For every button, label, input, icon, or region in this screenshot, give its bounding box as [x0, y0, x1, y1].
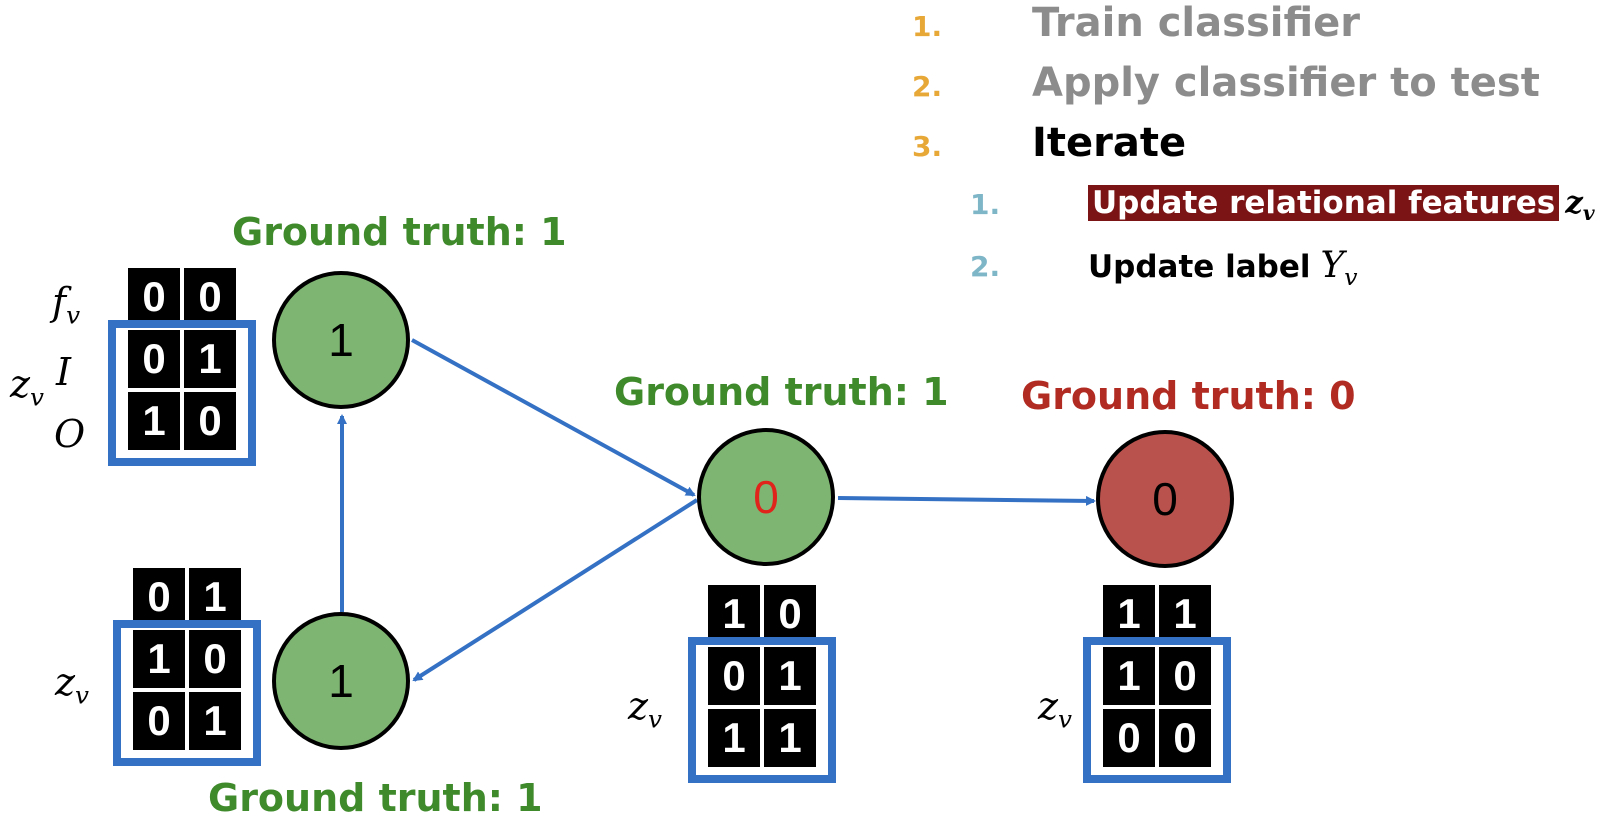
z-cell: 1	[128, 392, 180, 450]
label-z-v: zv	[1038, 684, 1072, 734]
z-cell: 0	[128, 330, 180, 388]
feature-table-right: 1 1 1 0 0 0	[1103, 585, 1211, 767]
z-cell: 1	[764, 709, 816, 767]
ground-truth-top-left: Ground truth: 1	[232, 210, 567, 254]
z-cell: 0	[1159, 709, 1211, 767]
z-cell: 1	[184, 330, 236, 388]
step-number: 3.	[912, 130, 943, 163]
ground-truth-right: Ground truth: 0	[1021, 374, 1356, 418]
step-iterate: Iterate	[1032, 120, 1187, 166]
z-vector-box-right	[1083, 637, 1231, 783]
z-cell: 0	[133, 692, 185, 750]
label-z-v: zv	[55, 660, 89, 710]
z-cell: 1	[133, 630, 185, 688]
node-bottom-left: 1	[272, 612, 410, 750]
node-right: 0	[1096, 430, 1234, 568]
subscript-v: v	[30, 382, 44, 412]
step-number: 1.	[912, 10, 943, 43]
edge-middle-to-bottom-left	[412, 498, 699, 682]
step-number: 2.	[912, 70, 943, 103]
z-vector-box-bottom-left	[113, 620, 261, 766]
z-cell: 0	[1159, 647, 1211, 705]
label-z: z	[10, 362, 31, 406]
f-cell: 0	[184, 268, 236, 326]
subscript-v: v	[1058, 704, 1072, 734]
feature-table-middle: 1 0 0 1 1 1	[708, 585, 816, 767]
z-cell: 1	[708, 709, 760, 767]
label-z: z	[1038, 684, 1059, 728]
feature-table-bottom-left: 0 1 1 0 0 1	[133, 568, 241, 750]
edge-top-left-to-middle	[411, 338, 696, 497]
symbol-z: z	[1565, 185, 1583, 221]
z-vector-box-top-left	[108, 320, 256, 466]
label-f: f	[52, 280, 67, 324]
label-in: I	[56, 350, 72, 394]
subscript-v: v	[648, 704, 662, 734]
feature-table-top-left: 0 0 0 1 1 0	[128, 268, 236, 450]
step-apply-classifier: Apply classifier to test	[1032, 60, 1540, 106]
z-vector-box-middle	[688, 637, 836, 783]
z-cell: 0	[1103, 709, 1155, 767]
label-z: z	[628, 684, 649, 728]
highlighted-text: Update relational features	[1088, 185, 1560, 221]
node-value: 0	[1152, 473, 1178, 525]
subscript-v: v	[1344, 263, 1358, 292]
z-cell: 0	[708, 647, 760, 705]
substep-label-text: Update label	[1088, 249, 1311, 285]
subscript-v: v	[1582, 201, 1595, 226]
z-cell: 0	[189, 630, 241, 688]
label-out: O	[54, 412, 86, 456]
subscript-v: v	[66, 300, 81, 330]
substep-number: 2.	[970, 250, 1001, 283]
substep-number: 1.	[970, 188, 1001, 221]
z-cell: 0	[184, 392, 236, 450]
f-cell: 0	[133, 568, 185, 626]
f-cell: 1	[708, 585, 760, 643]
symbol-y: Y	[1320, 245, 1345, 286]
node-value-wrong-prediction: 0	[753, 471, 779, 523]
node-top-left: 1	[272, 271, 410, 409]
subscript-v: v	[75, 680, 89, 710]
label-z-v: zv	[628, 684, 662, 734]
z-cell: 1	[189, 692, 241, 750]
node-middle: 0	[697, 428, 835, 566]
z-cell: 1	[764, 647, 816, 705]
label-z-v: zv	[10, 362, 44, 412]
z-cell: 1	[1103, 647, 1155, 705]
f-cell: 1	[1103, 585, 1155, 643]
node-value: 1	[328, 314, 354, 366]
f-cell: 0	[128, 268, 180, 326]
step-train-classifier: Train classifier	[1032, 0, 1360, 46]
ground-truth-bottom-left: Ground truth: 1	[208, 776, 543, 820]
ground-truth-middle: Ground truth: 1	[614, 370, 949, 414]
node-value: 1	[328, 655, 354, 707]
label-z: z	[55, 660, 76, 704]
f-cell: 1	[189, 568, 241, 626]
f-cell: 1	[1159, 585, 1211, 643]
f-cell: 0	[764, 585, 816, 643]
edge-middle-to-right	[837, 495, 1096, 506]
label-f-v: fv	[52, 280, 80, 330]
